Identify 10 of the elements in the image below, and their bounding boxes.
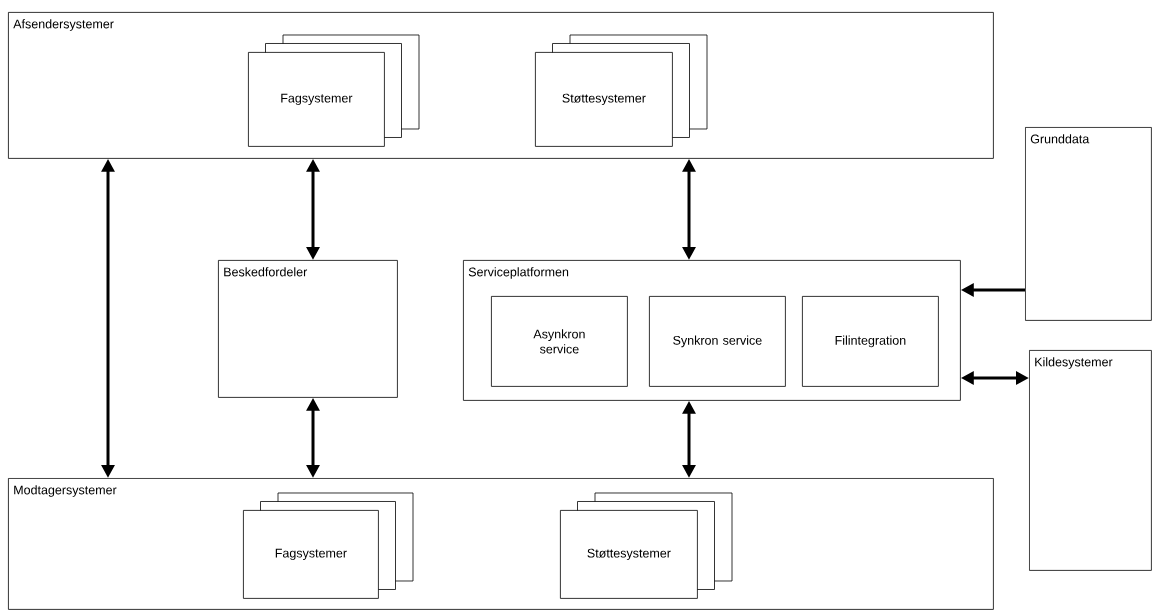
service-box: Asynkron service [491,296,628,387]
service-box: Synkron service [649,296,786,387]
stacked-box: Fagsystemer [243,492,414,599]
stacked-box: Støttesystemer [535,34,708,147]
system-box: Beskedfordeler [218,260,398,398]
service-box: Filintegration [802,296,939,387]
stacked-box: Fagsystemer [248,34,420,147]
system-box: Kildesystemer [1029,350,1152,571]
system-box: Grunddata [1025,127,1152,321]
stacked-box: Støttesystemer [560,492,733,599]
